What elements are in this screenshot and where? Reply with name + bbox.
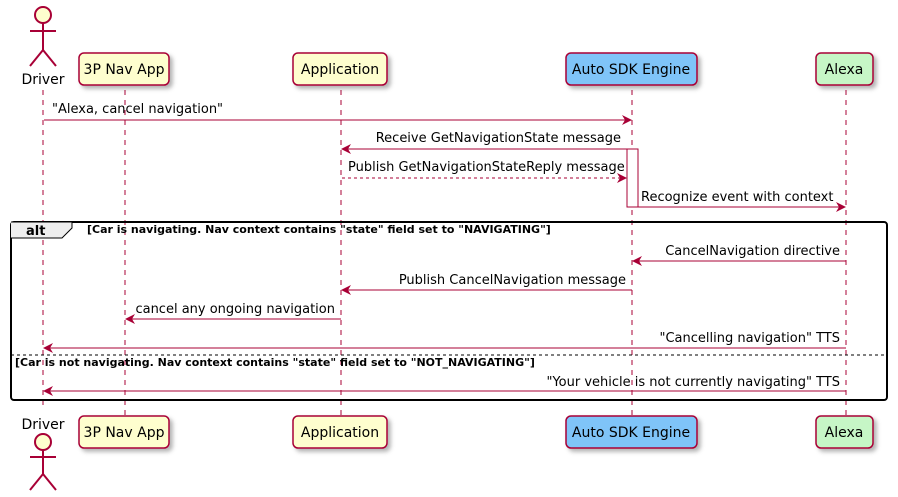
participant-label: 3P Nav App xyxy=(84,62,165,78)
alt-keyword: alt xyxy=(26,224,45,239)
message-7: cancel any ongoing navigation xyxy=(125,302,341,324)
message-label: Recognize event with context xyxy=(641,190,833,205)
message-label: Receive GetNavigationState message xyxy=(376,131,621,146)
lifelines xyxy=(42,90,847,416)
message-2: Receive GetNavigationState message xyxy=(341,131,627,154)
actor-icon xyxy=(29,433,57,491)
participant-label: Alexa xyxy=(825,425,864,441)
participant-label: 3P Nav App xyxy=(84,425,165,441)
participant-driver-top: Driver xyxy=(21,6,65,88)
participant-label: Driver xyxy=(21,72,64,88)
message-label: CancelNavigation directive xyxy=(665,244,840,259)
participant-alexa-top: Alexa xyxy=(815,52,874,86)
message-4: Recognize event with context xyxy=(638,190,846,212)
participant-application-bottom: Application xyxy=(292,415,388,449)
participant-auto-sdk-engine-bottom: Auto SDK Engine xyxy=(565,415,698,449)
alt-condition-2: [Car is not navigating. Nav context cont… xyxy=(15,356,535,369)
message-6: Publish CancelNavigation message xyxy=(341,273,632,295)
alt-condition-1: [Car is navigating. Nav context contains… xyxy=(87,223,551,236)
actor-icon xyxy=(29,6,57,67)
participant-application-top: Application xyxy=(292,52,388,86)
participant-label: Application xyxy=(301,425,379,441)
participant-label: Application xyxy=(301,62,379,78)
message-1: "Alexa, cancel navigation" xyxy=(44,102,632,125)
participant-label: Driver xyxy=(21,417,64,433)
message-label: "Alexa, cancel navigation" xyxy=(52,102,223,117)
message-label: "Your vehicle is not currently navigatin… xyxy=(546,375,840,390)
participant-label: Auto SDK Engine xyxy=(572,425,690,441)
message-label: Publish GetNavigationStateReply message xyxy=(348,160,625,175)
participant-alexa-bottom: Alexa xyxy=(815,415,874,449)
participant-3p-nav-app-bottom: 3P Nav App xyxy=(78,415,170,449)
alt-fragment: alt [Car is navigating. Nav context cont… xyxy=(10,221,888,401)
participant-3p-nav-app-top: 3P Nav App xyxy=(78,52,170,86)
participant-driver-bottom: Driver xyxy=(21,417,65,491)
message-9: "Your vehicle is not currently navigatin… xyxy=(43,375,846,396)
participant-label: Auto SDK Engine xyxy=(572,62,690,78)
participant-label: Alexa xyxy=(825,62,864,78)
message-8: "Cancelling navigation" TTS xyxy=(43,331,846,353)
activation-bar xyxy=(626,148,639,208)
message-3: Publish GetNavigationStateReply message xyxy=(342,160,627,183)
message-5: CancelNavigation directive xyxy=(632,244,846,266)
participant-auto-sdk-engine-top: Auto SDK Engine xyxy=(565,52,698,86)
message-label: "Cancelling navigation" TTS xyxy=(659,331,840,346)
message-label: cancel any ongoing navigation xyxy=(135,302,335,317)
message-label: Publish CancelNavigation message xyxy=(399,273,626,288)
